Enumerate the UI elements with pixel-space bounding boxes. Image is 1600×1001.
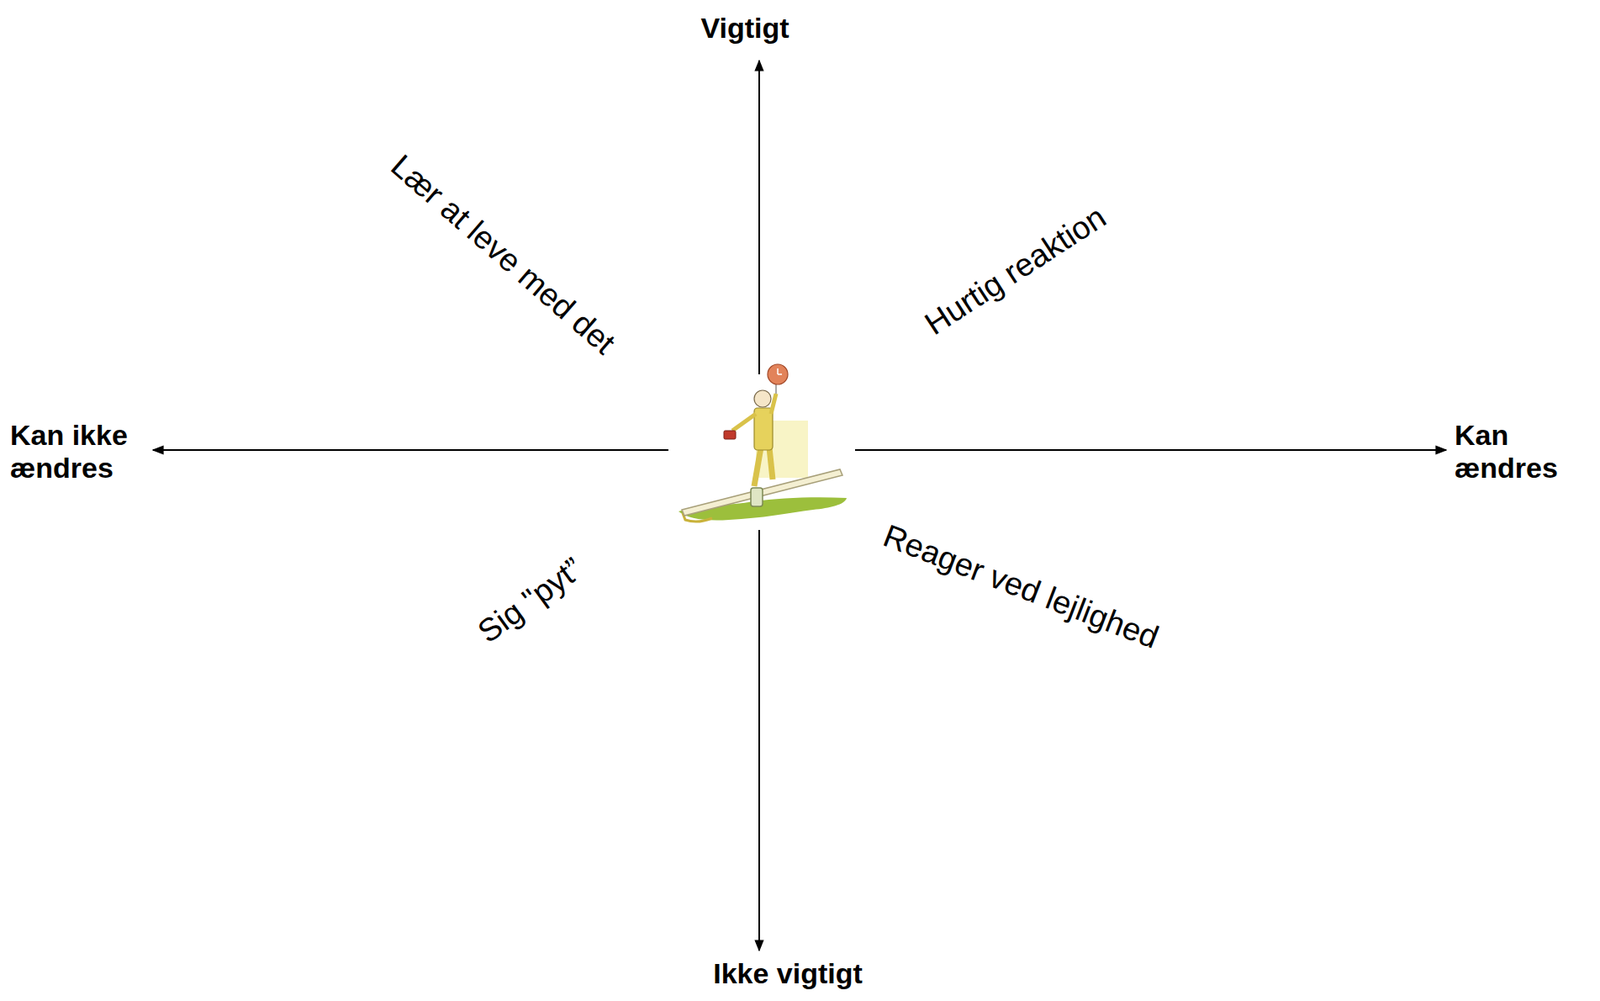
quadrant-label: Reager ved lejlighed bbox=[877, 517, 1163, 657]
clock-hand bbox=[777, 373, 782, 375]
clock-balloon bbox=[767, 364, 788, 385]
axis-label: Kan ikke ændres bbox=[10, 418, 154, 485]
axis-label: Vigtigt bbox=[700, 11, 789, 45]
axis-line bbox=[153, 448, 669, 451]
axis-line bbox=[758, 529, 761, 951]
figure-arm bbox=[770, 393, 777, 414]
figure-leg bbox=[754, 447, 761, 486]
axis-line bbox=[855, 448, 1447, 451]
axis-label: Kan ændres bbox=[1454, 418, 1590, 485]
seesaw-pivot bbox=[750, 487, 763, 507]
briefcase bbox=[723, 430, 736, 439]
quadrant-label: Lær at leve med det bbox=[383, 147, 623, 363]
figure-arm bbox=[732, 413, 756, 431]
figure-body bbox=[754, 407, 773, 450]
balance-illustration bbox=[678, 364, 847, 522]
figure-head bbox=[754, 390, 771, 407]
quadrant-label: Hurtig reaktion bbox=[918, 198, 1113, 343]
figure-leg bbox=[769, 447, 773, 480]
balloon-string bbox=[776, 383, 777, 394]
quadrant-label: Sig "pyt” bbox=[471, 549, 591, 650]
seesaw-board bbox=[681, 469, 843, 516]
axis-label: Ikke vigtigt bbox=[712, 956, 863, 990]
axis-line bbox=[758, 60, 761, 375]
clock-hand bbox=[776, 368, 779, 375]
